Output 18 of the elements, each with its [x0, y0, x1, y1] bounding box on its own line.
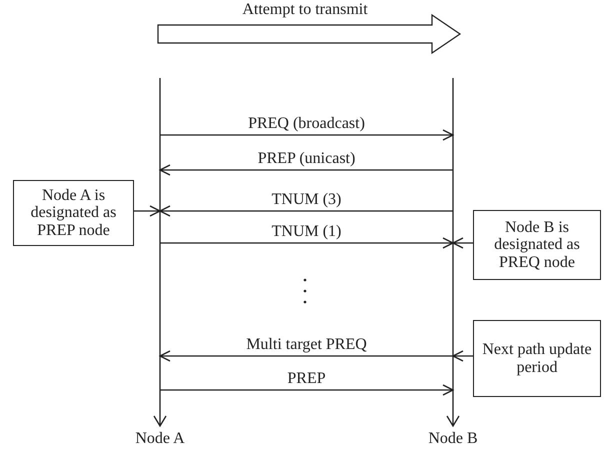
note-box: Next path update period — [473, 320, 601, 397]
message-arrow — [160, 129, 454, 141]
message-arrow — [134, 205, 161, 217]
note-box: Node A is designated as PREP node — [13, 180, 134, 246]
message-arrow — [452, 237, 473, 249]
edge-label: Multi target PREQ — [244, 336, 369, 354]
direction-label: Attempt to transmit — [242, 1, 368, 19]
edge-label: TNUM (1) — [270, 223, 344, 241]
message-arrow — [159, 164, 453, 176]
note-box: Node B is designated as PREQ node — [473, 210, 601, 280]
edge-label: TNUM (3) — [270, 191, 344, 209]
message-arrow — [159, 205, 453, 217]
edge-label: PREQ (broadcast) — [246, 115, 367, 133]
message-arrow — [159, 350, 453, 362]
message-arrow — [160, 237, 454, 249]
message-arrow — [160, 384, 454, 396]
message-arrow — [452, 350, 473, 362]
edge-label: PREP (unicast) — [256, 150, 358, 168]
